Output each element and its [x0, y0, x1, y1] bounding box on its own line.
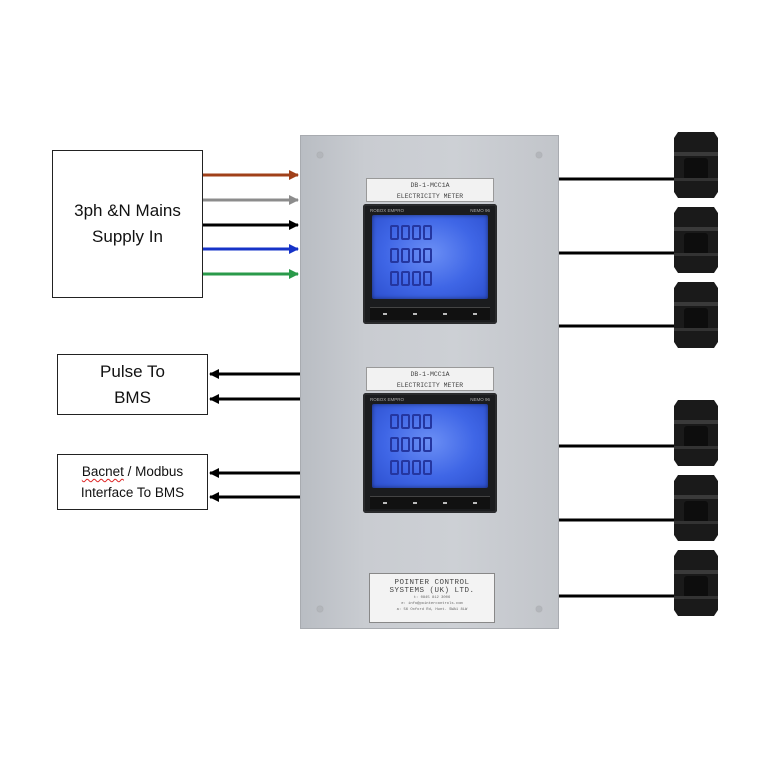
plate-line-4: e: info@pointercontrols.com [401, 602, 463, 606]
panel-screw [536, 606, 542, 612]
meter-model: NEMO 96 [470, 397, 490, 402]
meter-body: ROBOX EMPRO NEMO 96 [363, 393, 497, 513]
bacnet-line-2: Interface To BMS [80, 485, 185, 500]
current-transformer-icon [674, 282, 718, 348]
lcd-display [372, 215, 488, 299]
manufacturer-plate: POINTER CONTROL SYSTEMS (UK) LTD. t: 084… [369, 573, 495, 623]
bacnet-modbus-box: Bacnet / Modbus Interface To BMS [57, 454, 208, 510]
meter-body: ROBOX EMPRO NEMO 96 [363, 204, 497, 324]
current-transformer-icon [674, 132, 718, 198]
bacnet-line-1: Bacnet / Modbus [82, 461, 183, 482]
meter-brand: ROBOX EMPRO [370, 208, 405, 213]
meter-panel: DB-1-MCC1A ELECTRICITY METER ROBOX EMPRO… [300, 135, 559, 629]
plate-line-1: POINTER CONTROL [394, 579, 470, 587]
meter-model: NEMO 96 [470, 208, 490, 213]
meter-label-title: ELECTRICITY METER [396, 193, 464, 200]
plate-line-5: a: 56 Oxford Rd, Hunt. SWA1 8LW [396, 608, 468, 612]
plate-line-2: SYSTEMS (UK) LTD. [389, 587, 475, 595]
meter-label-id: DB-1-MCC1A [410, 371, 450, 378]
lcd-display [372, 404, 488, 488]
bacnet-rest: / Modbus [123, 464, 184, 479]
meter-label-id: DB-1-MCC1A [410, 182, 450, 189]
meter-brand: ROBOX EMPRO [370, 397, 405, 402]
mains-line-1: 3ph &N Mains [74, 201, 181, 220]
plate-line-3: t: 0845 812 3006 [413, 596, 451, 600]
mains-supply-box: 3ph &N Mains Supply In [52, 150, 203, 298]
current-transformer-icon [674, 400, 718, 466]
meter-keypad [370, 496, 490, 509]
electricity-meter-1: DB-1-MCC1A ELECTRICITY METER ROBOX EMPRO… [363, 178, 497, 324]
pulse-line-1: Pulse To [100, 361, 165, 381]
panel-screw [317, 152, 323, 158]
electricity-meter-2: DB-1-MCC1A ELECTRICITY METER ROBOX EMPRO… [363, 367, 497, 513]
panel-screw [317, 606, 323, 612]
panel-screw [536, 152, 542, 158]
current-transformer-icon [674, 550, 718, 616]
pulse-line-2: BMS [114, 387, 151, 407]
meter-label: DB-1-MCC1A ELECTRICITY METER [366, 367, 494, 391]
meter-label: DB-1-MCC1A ELECTRICITY METER [366, 178, 494, 202]
bacnet-word: Bacnet [81, 464, 124, 479]
meter-keypad [370, 307, 490, 320]
pulse-to-bms-box: Pulse To BMS [57, 354, 208, 415]
current-transformer-icon [674, 475, 718, 541]
mains-line-2: Supply In [92, 227, 163, 246]
meter-label-title: ELECTRICITY METER [396, 382, 464, 389]
current-transformer-icon [674, 207, 718, 273]
